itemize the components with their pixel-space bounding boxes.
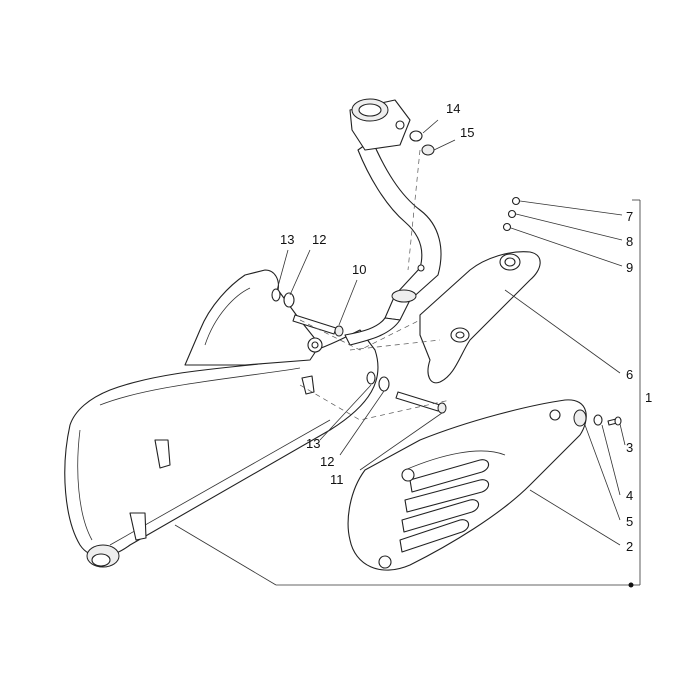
heat-shield-lower [347, 399, 587, 571]
exhaust-pipe [344, 98, 442, 346]
assembly-lines [299, 149, 451, 421]
callout-13-upper: 13 [280, 232, 294, 247]
callout-7: 7 [626, 209, 633, 224]
callouts: 14 15 7 8 9 6 1 3 4 5 2 13 12 10 13 12 1… [280, 101, 652, 554]
muffler-body [64, 269, 379, 568]
callout-14: 14 [446, 101, 460, 116]
callout-11: 11 [330, 472, 344, 487]
callout-5: 5 [626, 514, 633, 529]
callout-8: 8 [626, 234, 633, 249]
heat-shield-upper [419, 251, 541, 384]
callout-1: 1 [645, 390, 652, 405]
callout-10: 10 [352, 262, 366, 277]
callout-13-lower: 13 [306, 436, 320, 451]
callout-12-upper: 12 [312, 232, 326, 247]
callout-6: 6 [626, 367, 633, 382]
fasteners [271, 130, 622, 427]
callout-4: 4 [626, 488, 633, 503]
leader-lines [174, 119, 641, 588]
callout-2: 2 [626, 539, 633, 554]
assembly-dot [628, 582, 634, 588]
callout-15: 15 [460, 125, 474, 140]
callout-3: 3 [626, 440, 633, 455]
callout-9: 9 [626, 260, 633, 275]
callout-12-lower: 12 [320, 454, 334, 469]
